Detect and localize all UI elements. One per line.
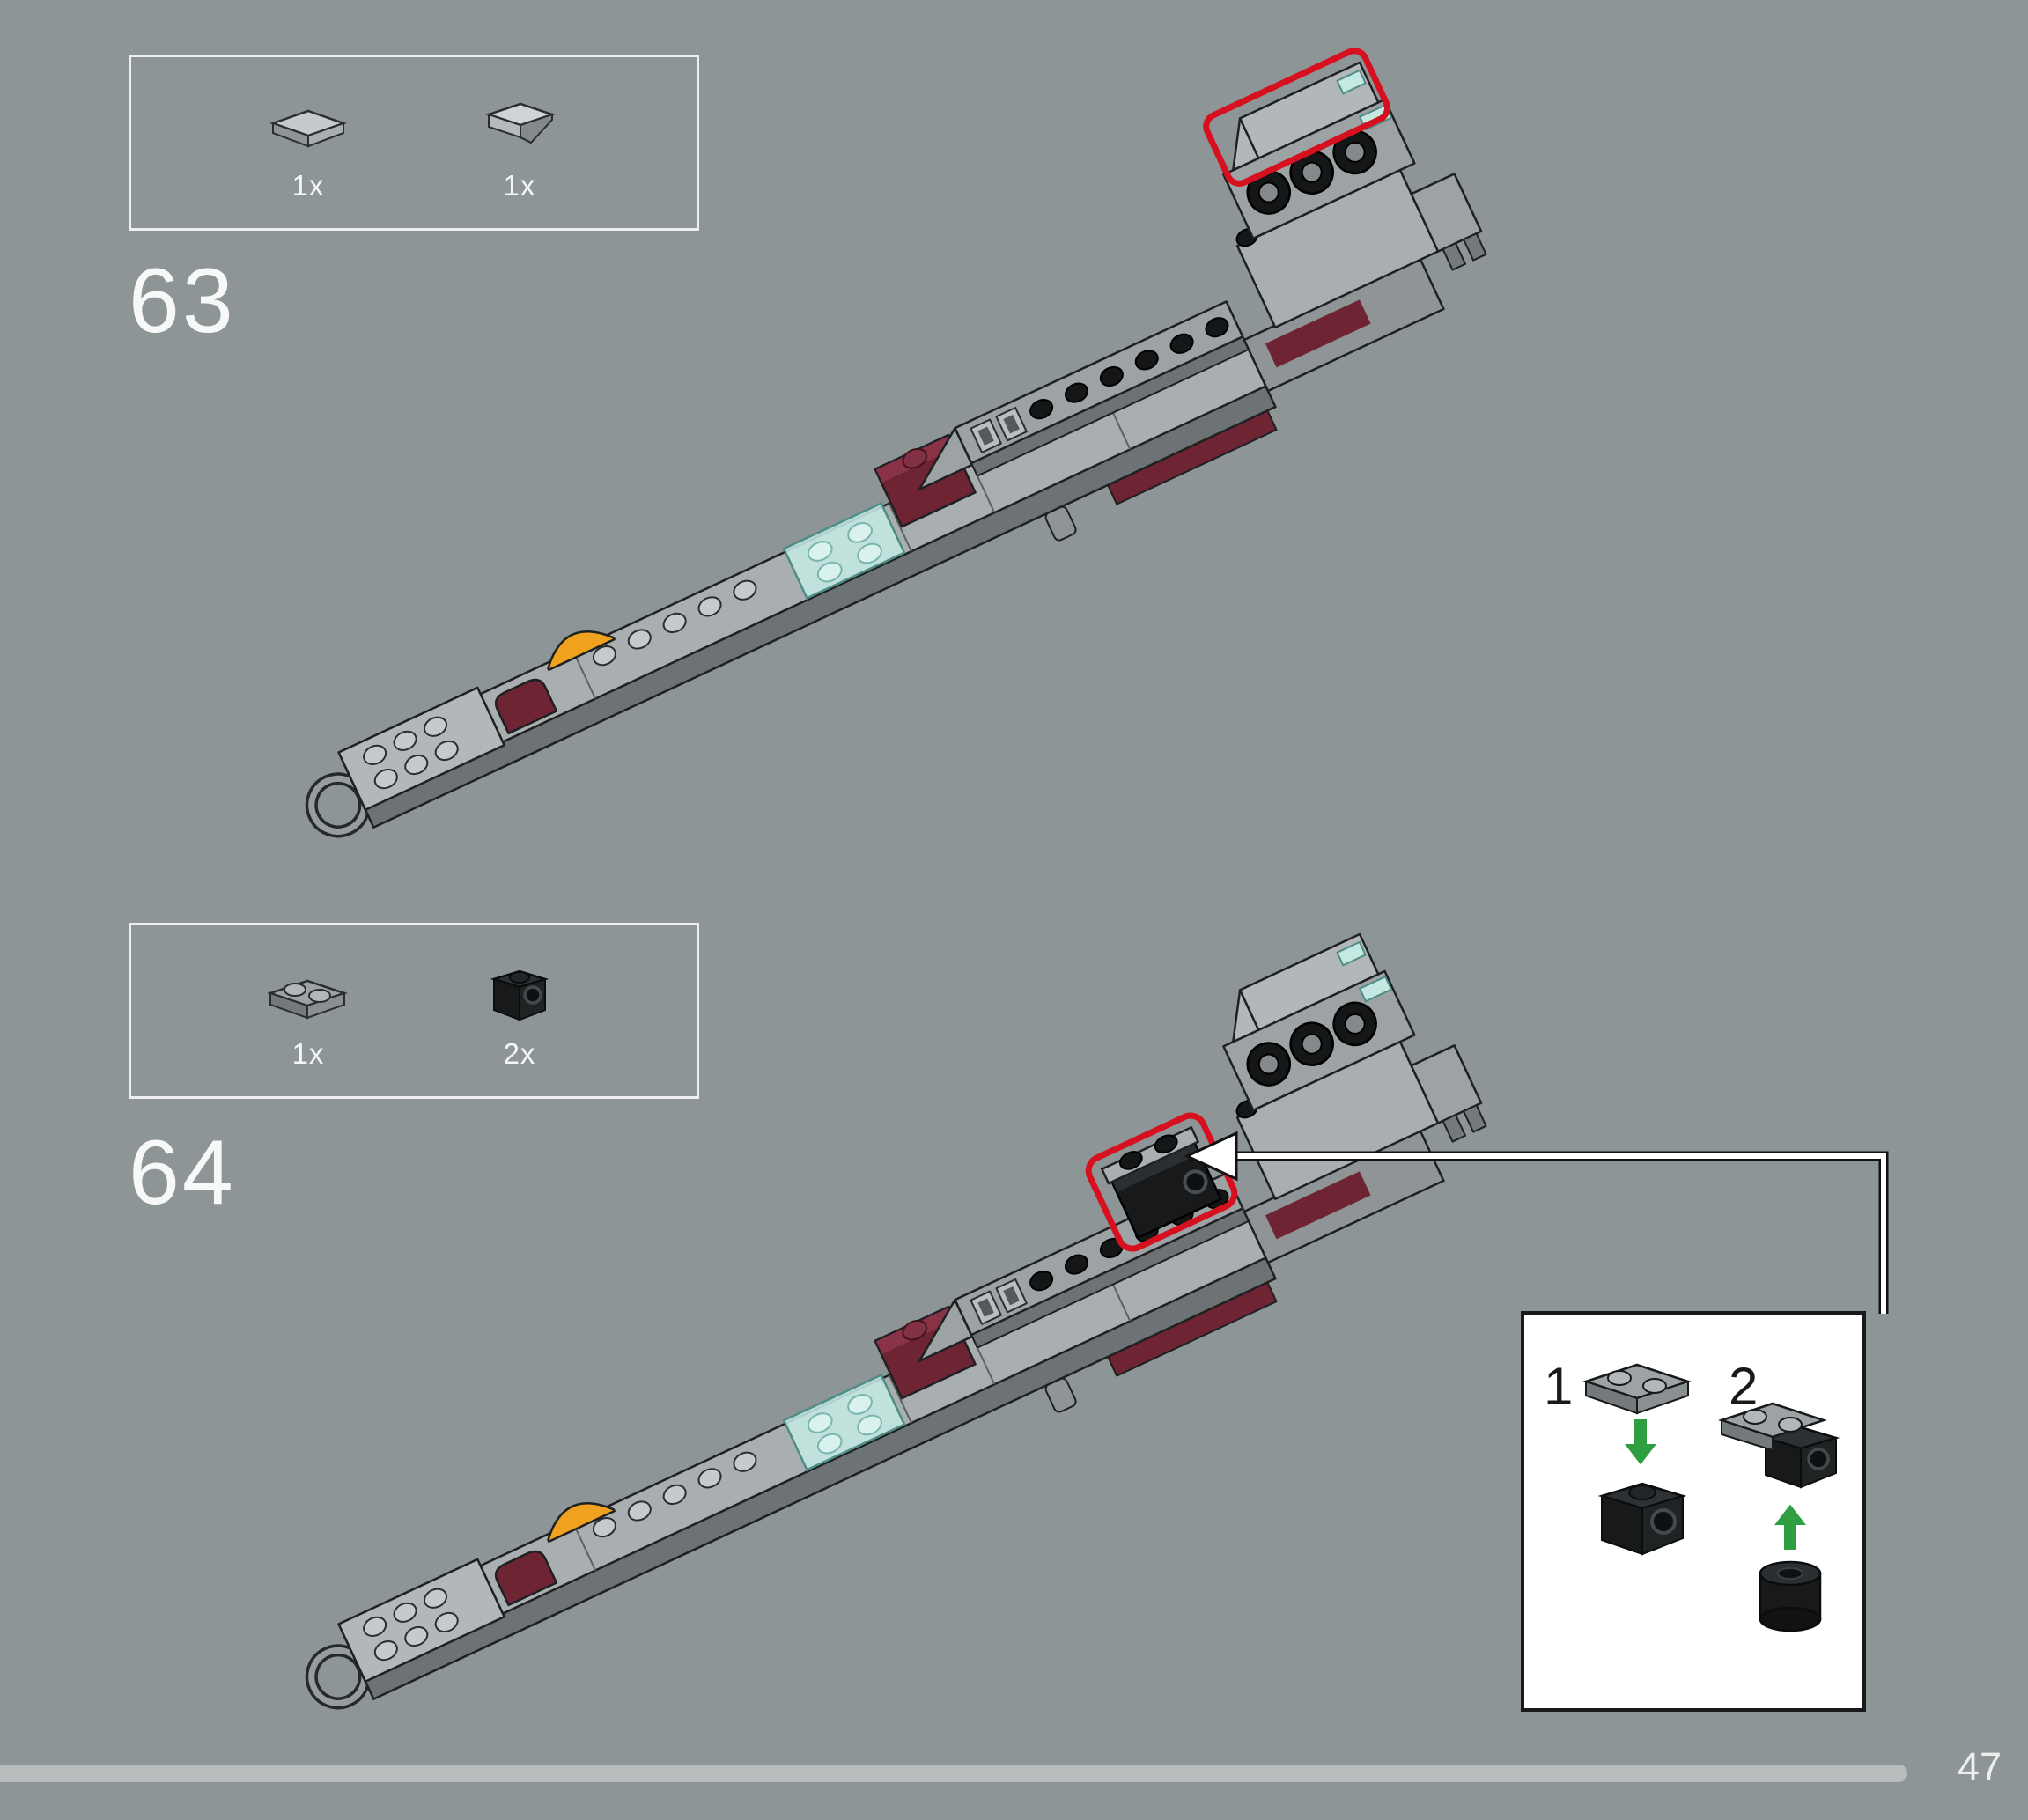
step-number-64: 64 <box>129 1122 236 1224</box>
inverted-slope-icon <box>485 102 556 144</box>
assembly-illustration-step-64 <box>220 907 1629 1735</box>
assembly-illustration-step-63 <box>220 35 1629 863</box>
substep-2-number: 2 <box>1729 1357 1758 1416</box>
parts-box-step-63: 1x 1x <box>129 55 699 231</box>
substep-1-brick <box>1597 1482 1687 1556</box>
new-part-highlight-outline <box>1203 48 1390 187</box>
part-item-plate: 1x <box>251 954 365 1068</box>
substep-illustration: 1 2 <box>1544 1357 1840 1632</box>
substep-2-assembly <box>1717 1402 1840 1489</box>
green-arrow-up-icon <box>1770 1501 1810 1551</box>
substep-1-plate <box>1582 1363 1692 1415</box>
green-arrow-down-icon <box>1620 1418 1661 1468</box>
part-count-label: 1x <box>291 1036 325 1070</box>
headlight-brick-icon <box>490 969 549 1021</box>
parts-box-step-64: 1x 2x <box>129 923 699 1099</box>
substep-callout-box: 1 2 <box>1521 1311 1866 1712</box>
page-number: 47 <box>1957 1744 2002 1789</box>
substep-1-number: 1 <box>1544 1357 1573 1416</box>
substep-2-barrel <box>1759 1560 1822 1632</box>
part-count-label: 1x <box>503 168 536 202</box>
tile-1x2-icon <box>269 109 347 147</box>
part-item-headlight-brick: 2x <box>462 954 577 1068</box>
part-count-label: 1x <box>291 168 325 202</box>
part-item-tile: 1x <box>251 86 365 200</box>
part-count-label: 2x <box>503 1036 536 1070</box>
part-item-slope: 1x <box>462 86 577 200</box>
step-number-63: 63 <box>129 250 236 352</box>
progress-bar <box>0 1765 1907 1782</box>
plate-1x2-icon <box>267 979 348 1019</box>
